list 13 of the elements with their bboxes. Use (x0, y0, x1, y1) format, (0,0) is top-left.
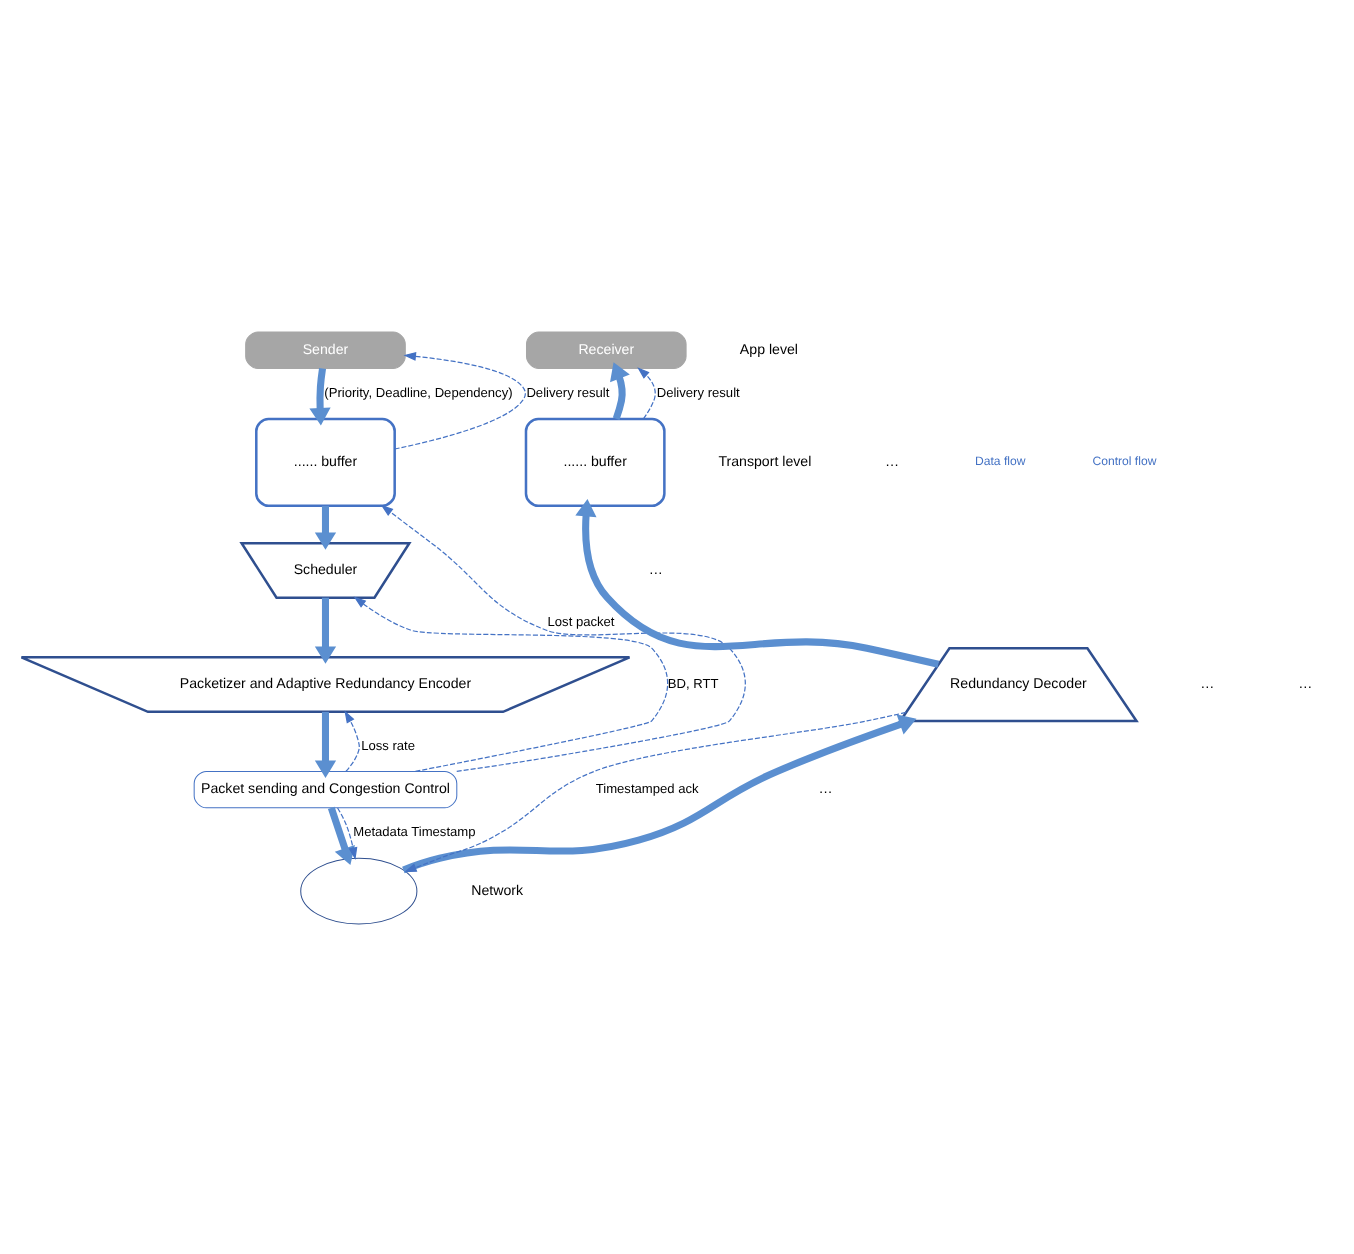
arrow (314, 710, 337, 777)
arrow (610, 361, 630, 419)
arrow (314, 596, 337, 663)
arrow (327, 805, 355, 864)
arrow (336, 806, 358, 859)
arrow (575, 498, 940, 667)
arrow (353, 595, 669, 771)
arrow (380, 503, 746, 771)
arrow (394, 351, 526, 449)
arrow (637, 366, 656, 419)
arrow (344, 709, 360, 771)
arrow (309, 366, 331, 425)
arrow (314, 504, 337, 549)
